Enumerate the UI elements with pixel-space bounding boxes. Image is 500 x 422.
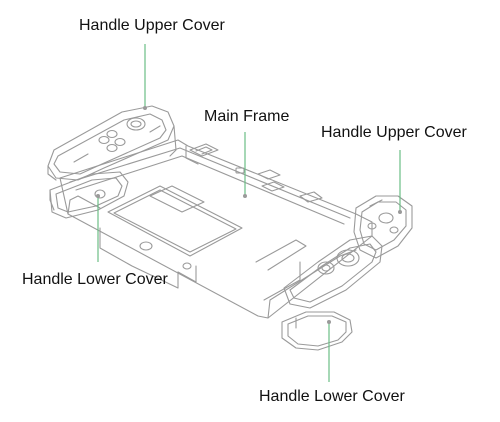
anchor-dot-upper-right <box>398 210 402 214</box>
handle-lower-cover-left-part <box>49 171 129 219</box>
label-handle-lower-cover-left: Handle Lower Cover <box>22 271 168 288</box>
label-main-frame: Main Frame <box>204 108 290 125</box>
anchor-dot-lower-right <box>327 320 331 324</box>
label-handle-upper-cover-right: Handle Upper Cover <box>321 124 467 141</box>
leader-lines <box>97 44 401 382</box>
handle-upper-cover-right-part <box>353 195 413 259</box>
label-handle-lower-cover-right: Handle Lower Cover <box>259 388 405 405</box>
anchor-dot-lower-left <box>96 194 100 198</box>
anchor-dot-main-frame <box>243 194 247 198</box>
handle-lower-cover-right-part <box>281 311 353 351</box>
anchor-dots <box>96 106 402 324</box>
right-grip-body-part <box>283 235 383 309</box>
handle-upper-cover-left-part <box>47 105 177 181</box>
label-handle-upper-cover-left: Handle Upper Cover <box>79 17 225 34</box>
anchor-dot-upper-left <box>143 106 147 110</box>
